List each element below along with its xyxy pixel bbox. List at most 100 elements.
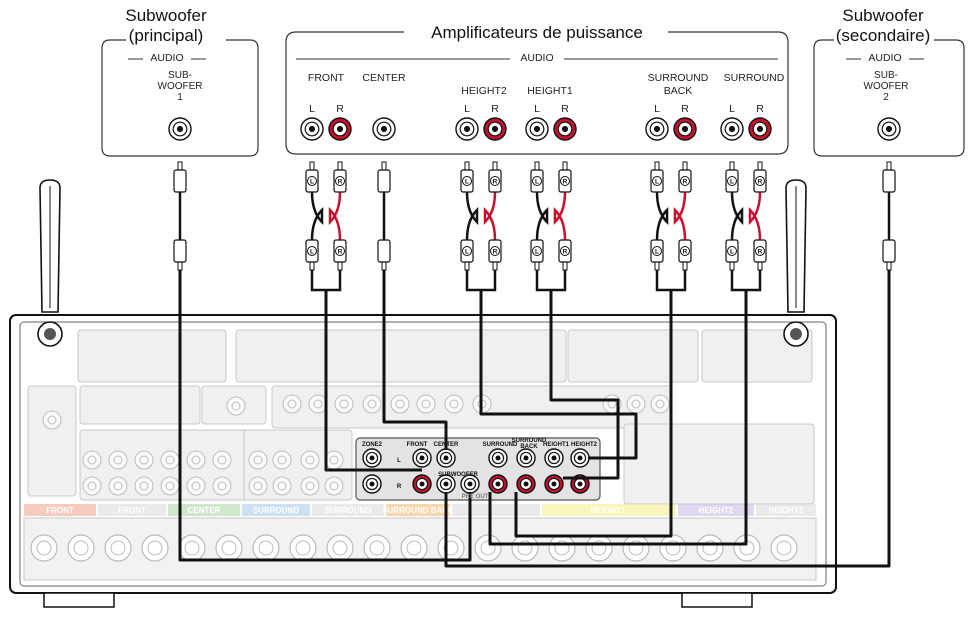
audio-label-right: AUDIO <box>864 52 906 64</box>
channel-label-center: CENTER <box>362 72 406 84</box>
faded-jack <box>272 450 292 470</box>
cable-wire <box>328 191 342 241</box>
power-amplifiers-title: Amplificateurs de puissance <box>412 24 662 42</box>
amp-input-jack <box>525 117 549 141</box>
cable-wire <box>310 270 342 292</box>
faded-jack <box>108 450 128 470</box>
channel-label-height1: HEIGHT1 <box>527 85 573 97</box>
rca-plug: L <box>725 161 739 193</box>
rca-plug: R <box>678 161 692 193</box>
subwoofer-principal-box <box>101 39 259 157</box>
cable-wire <box>673 191 687 241</box>
faded-jack <box>160 476 180 496</box>
faded-jack <box>362 394 382 414</box>
terminal-label: FRONT <box>46 506 74 515</box>
faded-jack <box>444 394 464 414</box>
cable-wire <box>655 270 687 292</box>
rca-plug: R <box>333 239 347 271</box>
subwoofer-principal-title: Subwoofer(principal) <box>125 6 207 45</box>
preout-label-zone2: ZONE2 <box>362 442 383 448</box>
cable-wire <box>465 191 479 241</box>
rca-plug: R <box>753 161 767 193</box>
svg-text:L: L <box>535 179 539 186</box>
amp-input-jack <box>483 117 507 141</box>
terminal-label: SURROUND <box>325 506 371 515</box>
svg-text:L: L <box>655 179 659 186</box>
subwoofer-secondaire-box <box>813 39 965 157</box>
faded-jack <box>650 394 670 414</box>
lr-label: L <box>464 103 470 115</box>
faded-jack <box>212 450 232 470</box>
svg-text:L: L <box>310 249 314 256</box>
faded-jack <box>308 394 328 414</box>
cable <box>479 290 638 460</box>
preout-label-l: L <box>397 458 401 464</box>
amp-input-jack <box>455 117 479 141</box>
terminal-color-band <box>24 504 96 516</box>
preout-label-front: FRONT <box>407 442 428 448</box>
lr-label: L <box>654 103 660 115</box>
cable-wire <box>730 191 744 241</box>
faded-jack <box>108 476 128 496</box>
faded-jack <box>134 450 154 470</box>
amplifier-input-jacks <box>168 117 901 141</box>
faded-jack <box>160 450 180 470</box>
faded-jack <box>300 450 320 470</box>
faded-jack <box>226 396 246 416</box>
terminal-label: HEIGHT2 <box>699 506 734 515</box>
cable-wire <box>535 270 567 292</box>
pre-out-jack <box>436 474 456 494</box>
cable <box>514 290 673 538</box>
cable <box>488 290 748 546</box>
amp-input-jack <box>645 117 669 141</box>
svg-text:R: R <box>493 249 498 256</box>
terminal-color-band <box>542 504 676 516</box>
rca-plug: R <box>678 239 692 271</box>
cable-wire <box>730 270 762 292</box>
terminal-label: SURROUND BACK <box>382 506 454 515</box>
channel-label-front: FRONT <box>307 72 345 84</box>
channel-label-surround: SURROUND <box>723 72 785 84</box>
rca-plug: L <box>530 161 544 193</box>
svg-text:R: R <box>338 249 343 256</box>
pre-out-jack <box>544 474 564 494</box>
rca-plug: L <box>460 239 474 271</box>
amp-input-jack <box>673 117 697 141</box>
amp-input-jack <box>553 117 577 141</box>
preout-label-surround-back-2: BACK <box>520 444 538 450</box>
svg-text:L: L <box>465 179 469 186</box>
rca-plug: L <box>650 161 664 193</box>
faded-jacks <box>42 394 670 496</box>
subwoofer-secondaire-title: Subwoofer(secondaire) <box>835 6 931 45</box>
zone2-jack <box>362 474 382 494</box>
rca-plug: L <box>305 239 319 271</box>
preout-label-pre-out: PRE OUT <box>462 494 489 500</box>
rca-plug: L <box>650 239 664 271</box>
svg-text:L: L <box>535 249 539 256</box>
pre-out-jack <box>436 448 456 468</box>
faded-jack <box>390 394 410 414</box>
terminal-color-band <box>98 504 166 516</box>
faded-jack <box>300 476 320 496</box>
rca-plug: R <box>753 239 767 271</box>
faded-jack <box>82 476 102 496</box>
power-amplifiers-box <box>285 31 789 155</box>
lr-label: R <box>561 103 569 115</box>
cable-wire <box>748 191 762 241</box>
subwoofer-1-input-jack <box>168 117 192 141</box>
pre-out-jack <box>544 448 564 468</box>
cable <box>382 270 448 450</box>
terminal-color-band <box>312 504 384 516</box>
terminal-color-band <box>242 504 310 516</box>
svg-text:L: L <box>310 179 314 186</box>
rca-plug <box>173 239 187 271</box>
cable-wire <box>535 191 549 241</box>
rca-plug: L <box>725 239 739 271</box>
preout-label-surround: SURROUND <box>483 442 518 448</box>
pre-out-jack <box>488 474 508 494</box>
svg-text:R: R <box>338 179 343 186</box>
amp-input-jack <box>328 117 352 141</box>
rca-plug: R <box>488 239 502 271</box>
